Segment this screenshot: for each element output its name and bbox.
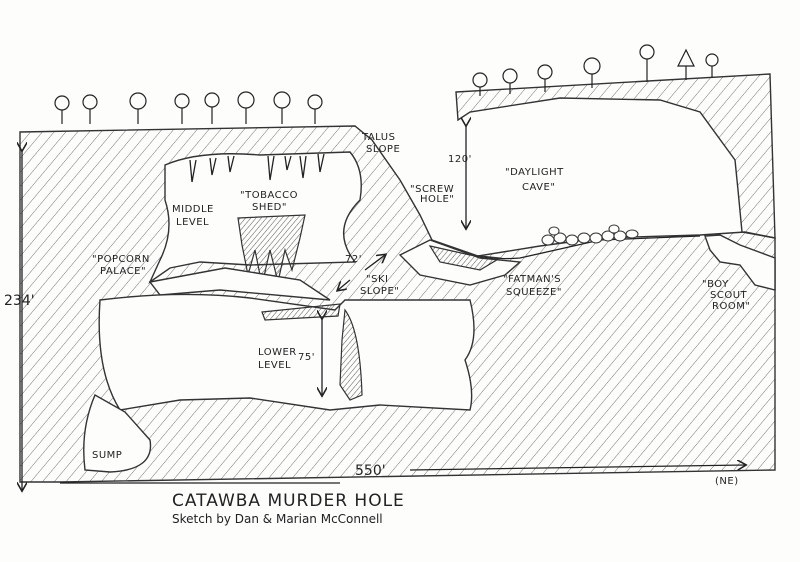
label-daylight: "DAYLIGHT (505, 167, 564, 178)
lower-level-void (98, 293, 475, 411)
label-boy: "BOY (702, 279, 729, 290)
ski-slope-arrow (364, 255, 385, 271)
label-lower: LOWER (258, 347, 297, 358)
label-ski-slope: SLOPE" (360, 286, 399, 297)
sump-void (83, 394, 152, 473)
trees-left (54, 91, 323, 124)
stalactites-middle (189, 153, 325, 183)
ski-slope-arrow-down (338, 279, 351, 290)
label-scout: SCOUT (710, 290, 748, 301)
label-shed: SHED" (252, 202, 287, 213)
label-sump: SUMP (92, 450, 122, 461)
label-middle: MIDDLE (172, 204, 214, 215)
tobacco-shed-formation (237, 214, 306, 286)
label-tobacco: "TOBACCO (240, 190, 298, 201)
label-direction: (NE) (715, 476, 739, 487)
boy-scout-room-void (704, 234, 776, 291)
label-palace: PALACE" (100, 266, 146, 277)
label-screw: "SCREW (410, 184, 454, 195)
label-ski: "SKI (366, 274, 388, 285)
label-lower-level: LEVEL (258, 360, 291, 371)
label-550ft: 550' (355, 463, 386, 479)
sketch-title: CATAWBA MURDER HOLE (172, 491, 405, 511)
label-fatmans: "FATMAN'S (503, 274, 561, 285)
label-234ft: 234' (4, 293, 35, 309)
boulders (541, 224, 639, 246)
label-75ft: 75' (298, 352, 315, 363)
label-72ft: 72' (345, 254, 362, 265)
label-level: LEVEL (176, 217, 209, 228)
trees-right (472, 44, 719, 96)
label-room: ROOM" (712, 301, 750, 312)
label-talus: TALUS (361, 132, 395, 143)
length-arrow (409, 465, 745, 471)
label-hole: HOLE" (420, 194, 454, 205)
label-120ft: 120' (448, 154, 472, 165)
ski-slope-flowstone (339, 308, 363, 401)
squeeze-rock (428, 245, 502, 271)
label-cave: CAVE" (522, 182, 555, 193)
rock-mass-upper-right (455, 73, 776, 239)
label-slope: SLOPE (366, 144, 400, 155)
sketch-credit: Sketch by Dan & Marian McConnell (172, 512, 383, 526)
label-popcorn: "POPCORN (92, 254, 150, 265)
label-squeeze: SQUEEZE" (506, 287, 562, 298)
